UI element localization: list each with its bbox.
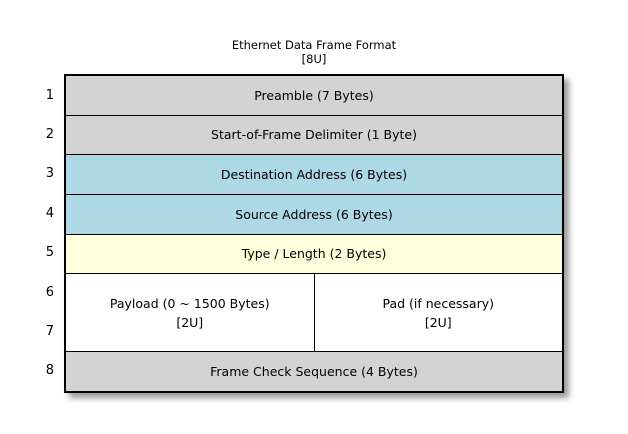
row-number-5: 5 <box>45 245 54 260</box>
cell-payload-line2: [2U] <box>176 314 204 330</box>
cell-payload-line1: Payload (0 ~ 1500 Bytes) <box>109 295 270 311</box>
row-frame-check-sequence: Frame Check Sequence (4 Bytes) <box>66 352 562 391</box>
frame-table: Preamble (7 Bytes) Start-of-Frame Delimi… <box>64 74 564 393</box>
row-number-6: 6 <box>45 285 54 300</box>
row-source-address: Source Address (6 Bytes) <box>66 194 562 235</box>
row-payload-pad: Payload (0 ~ 1500 Bytes) [2U] Pad (if ne… <box>66 274 563 353</box>
cell-pad-line2: [2U] <box>424 314 452 330</box>
diagram-title: Ethernet Data Frame Format [8U] <box>0 38 628 66</box>
row-preamble: Preamble (7 Bytes) <box>66 76 562 116</box>
row-number-3: 3 <box>45 166 54 181</box>
cell-pad: Pad (if necessary) [2U] <box>315 274 563 351</box>
row-number-1: 1 <box>45 88 54 103</box>
row-source-address-label: Source Address (6 Bytes) <box>235 206 393 222</box>
row-destination-address: Destination Address (6 Bytes) <box>66 155 562 195</box>
cell-payload: Payload (0 ~ 1500 Bytes) [2U] <box>66 274 315 352</box>
row-number-4: 4 <box>45 206 54 221</box>
row-type-length: Type / Length (2 Bytes) <box>66 234 562 275</box>
row-frame-check-sequence-label: Frame Check Sequence (4 Bytes) <box>210 364 418 380</box>
cell-pad-line1: Pad (if necessary) <box>382 295 495 311</box>
row-start-of-frame-delimiter: Start-of-Frame Delimiter (1 Byte) <box>66 115 562 156</box>
row-destination-address-label: Destination Address (6 Bytes) <box>220 167 408 183</box>
diagram-title-line2: [8U] <box>301 52 327 66</box>
row-start-of-frame-delimiter-label: Start-of-Frame Delimiter (1 Byte) <box>211 127 417 143</box>
row-preamble-label: Preamble (7 Bytes) <box>254 87 374 103</box>
row-number-2: 2 <box>45 127 54 142</box>
diagram-title-line1: Ethernet Data Frame Format <box>231 38 397 52</box>
row-number-7: 7 <box>45 324 54 339</box>
row-number-8: 8 <box>45 363 54 378</box>
row-type-length-label: Type / Length (2 Bytes) <box>241 246 387 262</box>
